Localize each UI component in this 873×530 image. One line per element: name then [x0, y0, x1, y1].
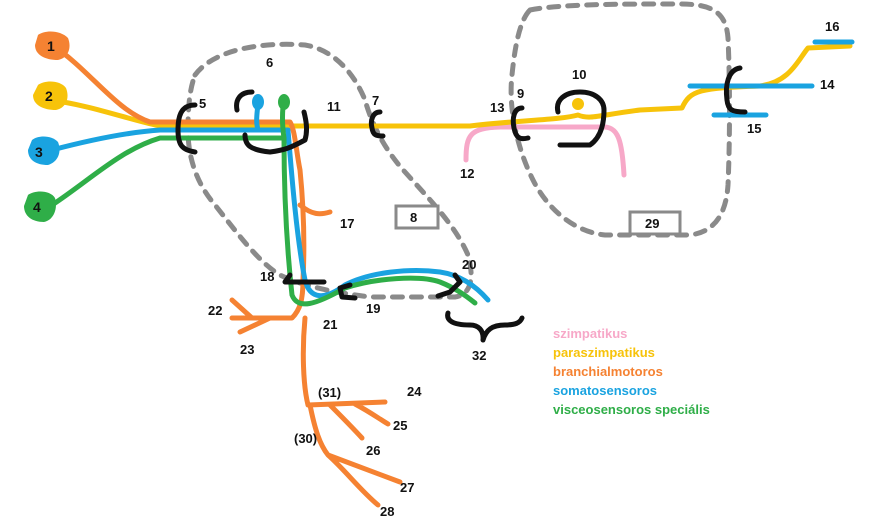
sympathetic-paths: [463, 124, 627, 178]
box-29: [628, 210, 682, 236]
boundary-right: [508, 1, 732, 238]
ganglion-5: [175, 102, 198, 155]
node-3-label: 3: [35, 144, 43, 160]
node-1: 1: [35, 31, 70, 60]
legend-visceral-special: visceosensoros speciális: [553, 402, 710, 417]
boundary-outlines: [185, 1, 732, 300]
box-8: [394, 204, 440, 230]
label-5: 5: [199, 96, 206, 111]
label-11: 11: [327, 99, 341, 114]
label-18: 18: [260, 269, 274, 284]
legend-somatosensory: somatosensoros: [553, 383, 657, 398]
boundary-left: [185, 41, 474, 300]
label-32: 32: [472, 348, 486, 363]
ganglion-9: [510, 105, 531, 142]
ganglia: [175, 65, 748, 343]
node-2-label: 2: [45, 88, 53, 104]
label-16: 16: [825, 19, 839, 34]
label-28: 28: [380, 504, 394, 519]
label-13: 13: [490, 100, 504, 115]
label-6: 6: [266, 55, 273, 70]
ganglion-6-blue: [252, 94, 264, 110]
ganglion-6: [234, 89, 310, 155]
label-25: 25: [393, 418, 407, 433]
ganglion-20: [435, 272, 463, 299]
label-9: 9: [517, 86, 524, 101]
ganglion-6-green: [278, 94, 290, 110]
label-12: 12: [460, 166, 474, 181]
node-4: 4: [24, 191, 56, 222]
branchiomotor-paths: [49, 42, 403, 508]
label-31: (31): [318, 385, 341, 400]
label-7: 7: [372, 93, 379, 108]
label-22: 22: [208, 303, 222, 318]
ganglion-19: [337, 282, 358, 301]
label-20: 20: [462, 257, 476, 272]
legend-sympathetic: szimpatikus: [553, 326, 627, 341]
label-24: 24: [407, 384, 422, 399]
node-3: 3: [28, 136, 60, 165]
box-29-label: 29: [645, 216, 659, 231]
label-17: 17: [340, 216, 354, 231]
legend: szimpatikus paraszimpatikus branchialmot…: [553, 326, 710, 417]
label-10: 10: [572, 67, 586, 82]
ganglion-15: [723, 65, 748, 115]
node-1-label: 1: [47, 38, 55, 54]
ganglion-7: [368, 109, 386, 139]
label-21: 21: [323, 317, 337, 332]
label-27: 27: [400, 480, 414, 495]
ganglion-10-fill: [572, 98, 584, 110]
brace-32: [445, 310, 525, 343]
ganglion-10: [554, 89, 607, 148]
label-26: 26: [366, 443, 380, 458]
label-boxes: 8 29: [394, 204, 682, 236]
label-23: 23: [240, 342, 254, 357]
box-8-label: 8: [410, 210, 417, 225]
label-30: (30): [294, 431, 317, 446]
label-15: 15: [747, 121, 761, 136]
somatosensory-paths: [49, 39, 855, 303]
structure-labels: 5 6 7 9 10 11 12 13 14 15 16 17 18 19 20…: [199, 19, 839, 519]
label-14: 14: [820, 77, 835, 92]
ganglion-18: [282, 272, 327, 285]
legend-branchiomotor: branchialmotoros: [553, 364, 663, 379]
node-2: 2: [33, 81, 68, 110]
node-4-label: 4: [33, 199, 41, 215]
label-19: 19: [366, 301, 380, 316]
legend-parasympathetic: paraszimpatikus: [553, 345, 655, 360]
source-nodes: 1 2 3 4: [24, 31, 70, 222]
